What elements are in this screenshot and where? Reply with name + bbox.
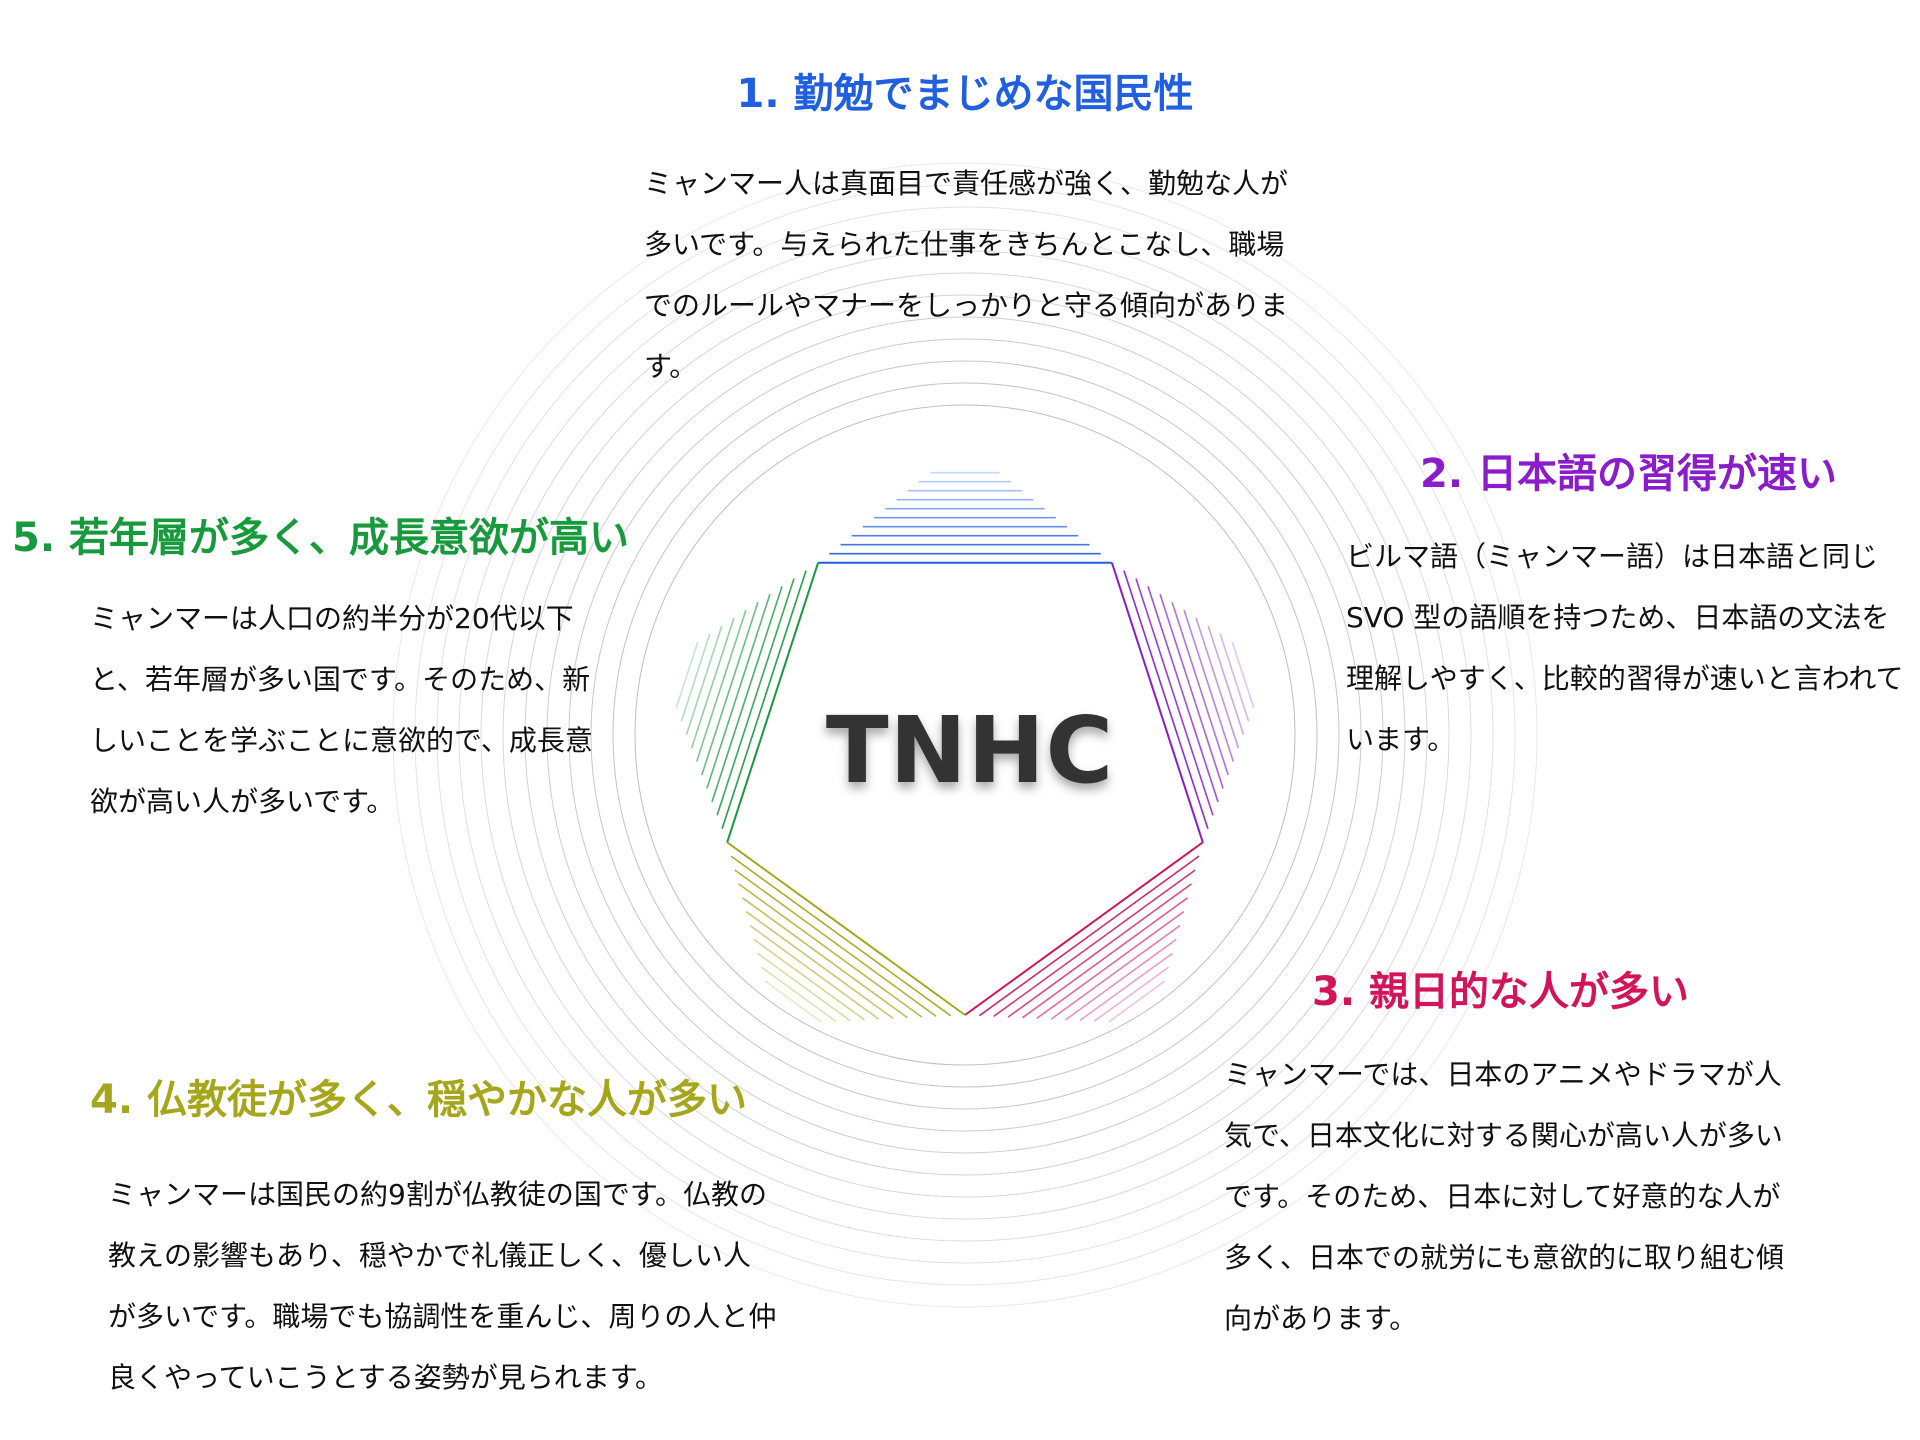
stripe-right-line (1123, 570, 1209, 830)
stripe-left-line (675, 641, 699, 708)
ring-5 (546, 316, 1384, 1154)
stripe-bottom-left-line (738, 883, 923, 1018)
feature-block-3: 3. 親日的な人が多い ミャンマーでは、日本のアニメやドラマが人気で、日本文化に… (1220, 964, 1790, 1335)
feature-heading-3: 3. 親日的な人が多い (1312, 969, 1689, 1015)
feature-body-2: ビルマ語（ミャンマー語）は日本語と同じSVO 型の語順を持つため、日本語の文法を… (1346, 540, 1904, 756)
stripe-bottom-left-line (726, 841, 966, 1016)
stripe-right-line (1219, 633, 1250, 722)
stripe-left-line (711, 586, 783, 803)
ring-3 (590, 360, 1340, 1110)
stripe-bottom-left (726, 841, 966, 1023)
stripe-right-line (1110, 562, 1204, 843)
stripe-right-line (1147, 586, 1219, 803)
stripe-left (675, 562, 820, 843)
stripe-left-line (716, 578, 795, 816)
stripe-bottom-left-line (741, 897, 908, 1019)
feature-body-3: ミャンマーでは、日本のアニメやドラマが人気で、日本文化に対する関心が高い人が多い… (1224, 1058, 1785, 1335)
stripe-bottom-right-line (978, 855, 1200, 1017)
stripe-bottom-left-line (730, 855, 952, 1017)
stripe-left-line (706, 594, 771, 789)
feature-body-1: ミャンマー人は真面目で責任感が強く、勤勉な人が多いです。与えられた仕事をきちんと… (644, 167, 1289, 383)
stripe-bottom-left-line (745, 910, 894, 1020)
stripe-right (1110, 562, 1255, 843)
ring-6 (524, 294, 1406, 1176)
stripe-right-line (1171, 601, 1229, 776)
feature-block-1: 1. 勤勉でまじめな国民性 ミャンマー人は真面目で責任感が強く、勤勉な人が多いで… (640, 66, 1290, 383)
stripe-bottom-left-line (757, 952, 851, 1022)
feature-block-5: 5. 若年層が多く、成長意欲が高い ミャンマーは人口の約半分が20代以下と、若年… (12, 510, 672, 818)
feature-block-2: 2. 日本語の習得が速い ビルマ語（ミャンマー語）は日本語と同じSVO 型の語順… (1340, 446, 1920, 756)
stripe-left-line (701, 601, 759, 776)
stripe-bottom-right-line (1065, 938, 1177, 1021)
ring-12 (392, 162, 1538, 1308)
feature-heading-5: 5. 若年層が多く、成長意欲が高い (12, 515, 629, 561)
ring-11 (414, 184, 1516, 1286)
ring-7 (502, 272, 1428, 1198)
stripe-bottom-left-line (753, 938, 865, 1021)
feature-heading-2: 2. 日本語の習得が速い (1420, 451, 1837, 497)
stripe-bottom-right-line (1079, 952, 1173, 1022)
stripe-right-line (1231, 641, 1255, 708)
stripe-left-line (695, 609, 747, 762)
stripe-left-line (721, 570, 807, 830)
feature-heading-4: 4. 仏教徒が多く、穏やかな人が多い (90, 1077, 747, 1123)
stripe-bottom-left-line (734, 869, 937, 1018)
stripe-bottom-right-line (1036, 910, 1185, 1020)
stripe-bottom-right-line (1108, 980, 1166, 1023)
stripe-right-line (1159, 594, 1224, 789)
center-logo-text: TNHC (825, 696, 1115, 804)
feature-block-4: 4. 仏教徒が多く、穏やかな人が多い ミャンマーは国民の約9割が仏教徒の国です。… (90, 1072, 790, 1394)
stripe-bottom-right-line (1093, 966, 1170, 1022)
stripe-right-line (1207, 625, 1245, 735)
stripe-bottom-right-line (1007, 883, 1192, 1018)
stripe-bottom-left-line (749, 924, 880, 1020)
stripe-left-line (680, 633, 711, 722)
stripe-top (818, 471, 1112, 564)
feature-body-4: ミャンマーは国民の約9割が仏教徒の国です。仏教の教えの影響もあり、穏やかで礼儀正… (108, 1178, 777, 1394)
feature-body-5: ミャンマーは人口の約半分が20代以下と、若年層が多い国です。そのため、新しいこと… (90, 602, 593, 818)
stripe-left-line (685, 625, 723, 735)
feature-heading-1: 1. 勤勉でまじめな国民性 (736, 71, 1194, 117)
ring-8 (480, 250, 1450, 1220)
stripe-right-line (1135, 578, 1214, 816)
stripe-left-line (690, 617, 735, 749)
stripe-bottom-left-line (760, 966, 837, 1022)
ring-9 (458, 228, 1472, 1242)
ring-1 (634, 404, 1296, 1066)
stripe-right-line (1195, 617, 1240, 749)
stripe-bottom-right (964, 841, 1204, 1023)
stripe-right-line (1183, 609, 1235, 762)
stripe-bottom-left-line (764, 980, 822, 1023)
stripe-bottom-right-line (993, 869, 1196, 1018)
ring-4 (568, 338, 1362, 1132)
ring-10 (436, 206, 1494, 1264)
stripe-left-line (726, 562, 820, 843)
stripe-bottom-right-line (1022, 897, 1189, 1019)
stripe-bottom-right-line (1050, 924, 1181, 1020)
ring-2 (612, 382, 1318, 1088)
stripe-bottom-right-line (964, 841, 1204, 1016)
